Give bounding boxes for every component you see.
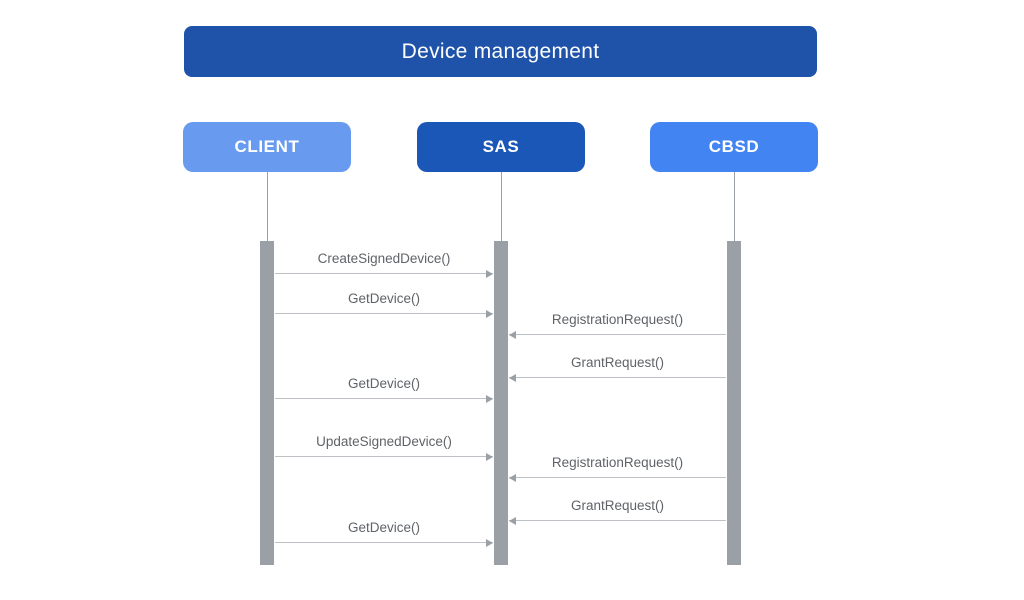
lifeline-cbsd	[734, 172, 735, 241]
message-line	[275, 542, 493, 543]
message-arrowhead-icon	[486, 452, 493, 461]
message-arrowhead-icon	[509, 473, 516, 482]
actor-box-sas: SAS	[417, 122, 585, 172]
message-arrowhead-icon	[486, 269, 493, 278]
message-line	[509, 334, 726, 335]
message-label: GetDevice()	[347, 376, 420, 391]
message-line	[275, 273, 493, 274]
message-arrowhead-icon	[509, 330, 516, 339]
activation-bar-cbsd	[727, 241, 741, 565]
message-line	[509, 520, 726, 521]
lifeline-client	[267, 172, 268, 241]
message-line	[509, 377, 726, 378]
message-arrowhead-icon	[486, 309, 493, 318]
activation-bar-client	[260, 241, 274, 565]
message-arrowhead-icon	[509, 516, 516, 525]
message-label: GrantRequest()	[570, 355, 665, 370]
message-label: GetDevice()	[347, 291, 420, 306]
message-line	[275, 313, 493, 314]
message-label: CreateSignedDevice()	[317, 251, 451, 266]
message-arrowhead-icon	[486, 538, 493, 547]
message-label: RegistrationRequest()	[551, 312, 684, 327]
message-line	[275, 398, 493, 399]
diagram-title: Device management	[184, 26, 817, 77]
actor-box-cbsd: CBSD	[650, 122, 818, 172]
message-label: UpdateSignedDevice()	[316, 434, 452, 449]
message-arrowhead-icon	[509, 373, 516, 382]
message-label: GrantRequest()	[570, 498, 665, 513]
message-arrowhead-icon	[486, 394, 493, 403]
message-line	[275, 456, 493, 457]
actor-box-client: CLIENT	[183, 122, 351, 172]
message-label: GetDevice()	[347, 520, 420, 535]
activation-bar-sas	[494, 241, 508, 565]
message-label: RegistrationRequest()	[551, 455, 684, 470]
message-line	[509, 477, 726, 478]
lifeline-sas	[501, 172, 502, 241]
